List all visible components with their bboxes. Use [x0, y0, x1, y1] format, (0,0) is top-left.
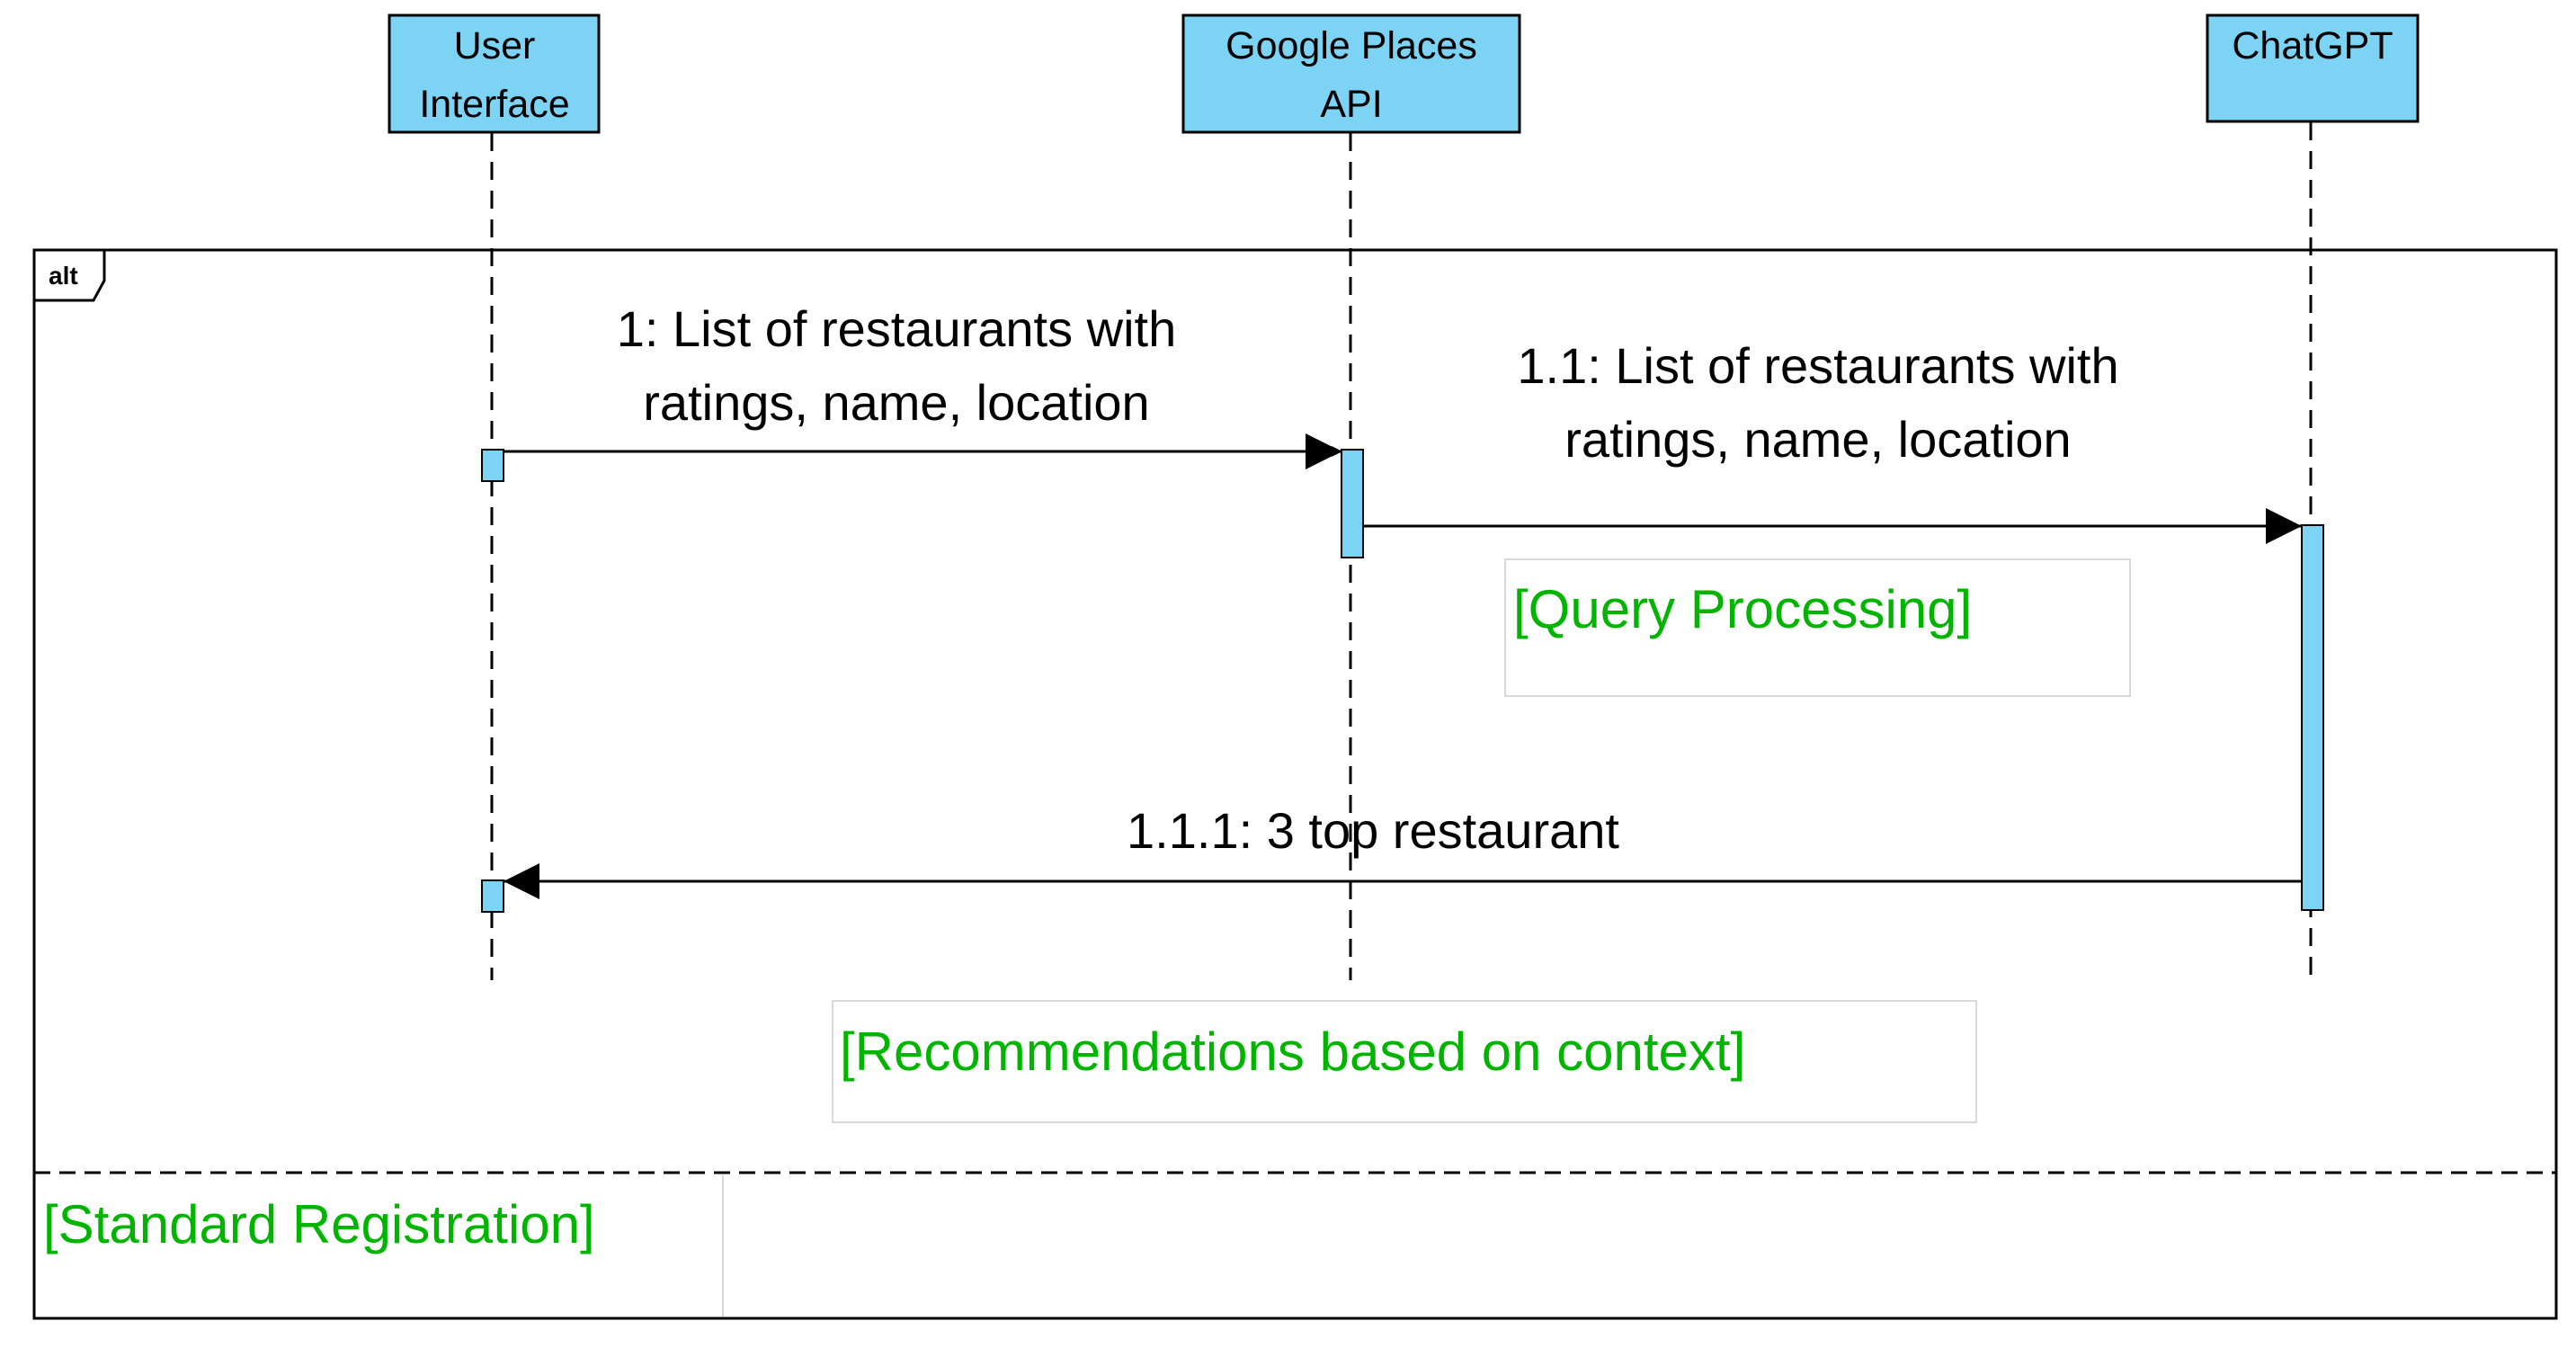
message-arrowhead-1	[1306, 433, 1341, 469]
activation-google-places-api	[1341, 449, 1364, 558]
message-label-2: ratings, name, location	[1564, 411, 2071, 468]
guard-box-recommendations	[832, 1000, 1977, 1123]
participant-google-places-api: Google Places API	[1181, 13, 1521, 134]
activation-user-interface-2	[481, 879, 504, 913]
message-arrowhead-2	[2266, 508, 2302, 544]
alt-operator-tab	[32, 248, 106, 302]
participant-label-line: ChatGPT	[2232, 24, 2393, 67]
participant-label-line: Interface	[419, 83, 569, 126]
alt-fragment-frame	[32, 248, 2558, 1320]
alt-operator-label: alt	[49, 262, 78, 290]
participant-chatgpt: ChatGPT	[2206, 13, 2420, 123]
message-label-3: 1.1.1: 3 top restaurant	[1127, 802, 1619, 859]
message-label-1: ratings, name, location	[643, 374, 1149, 431]
activation-user-interface-1	[481, 449, 504, 482]
message-label-2: 1.1: List of restaurants with	[1517, 337, 2118, 394]
guard-query-processing: [Query Processing]	[1513, 579, 1972, 639]
guard-standard-registration: [Standard Registration]	[43, 1194, 595, 1254]
participant-label-line: API	[1320, 83, 1382, 126]
message-arrowhead-3	[504, 863, 539, 899]
guard-box-query-processing	[1504, 558, 2131, 697]
participant-user-interface: User Interface	[388, 13, 601, 134]
participant-label-line: Google Places	[1226, 24, 1477, 67]
message-label-1: 1: List of restaurants with	[617, 300, 1177, 357]
guard-recommendations: [Recommendations based on context]	[840, 1022, 1745, 1082]
activation-chatgpt	[2301, 524, 2324, 911]
participant-label-line: User	[454, 24, 536, 67]
